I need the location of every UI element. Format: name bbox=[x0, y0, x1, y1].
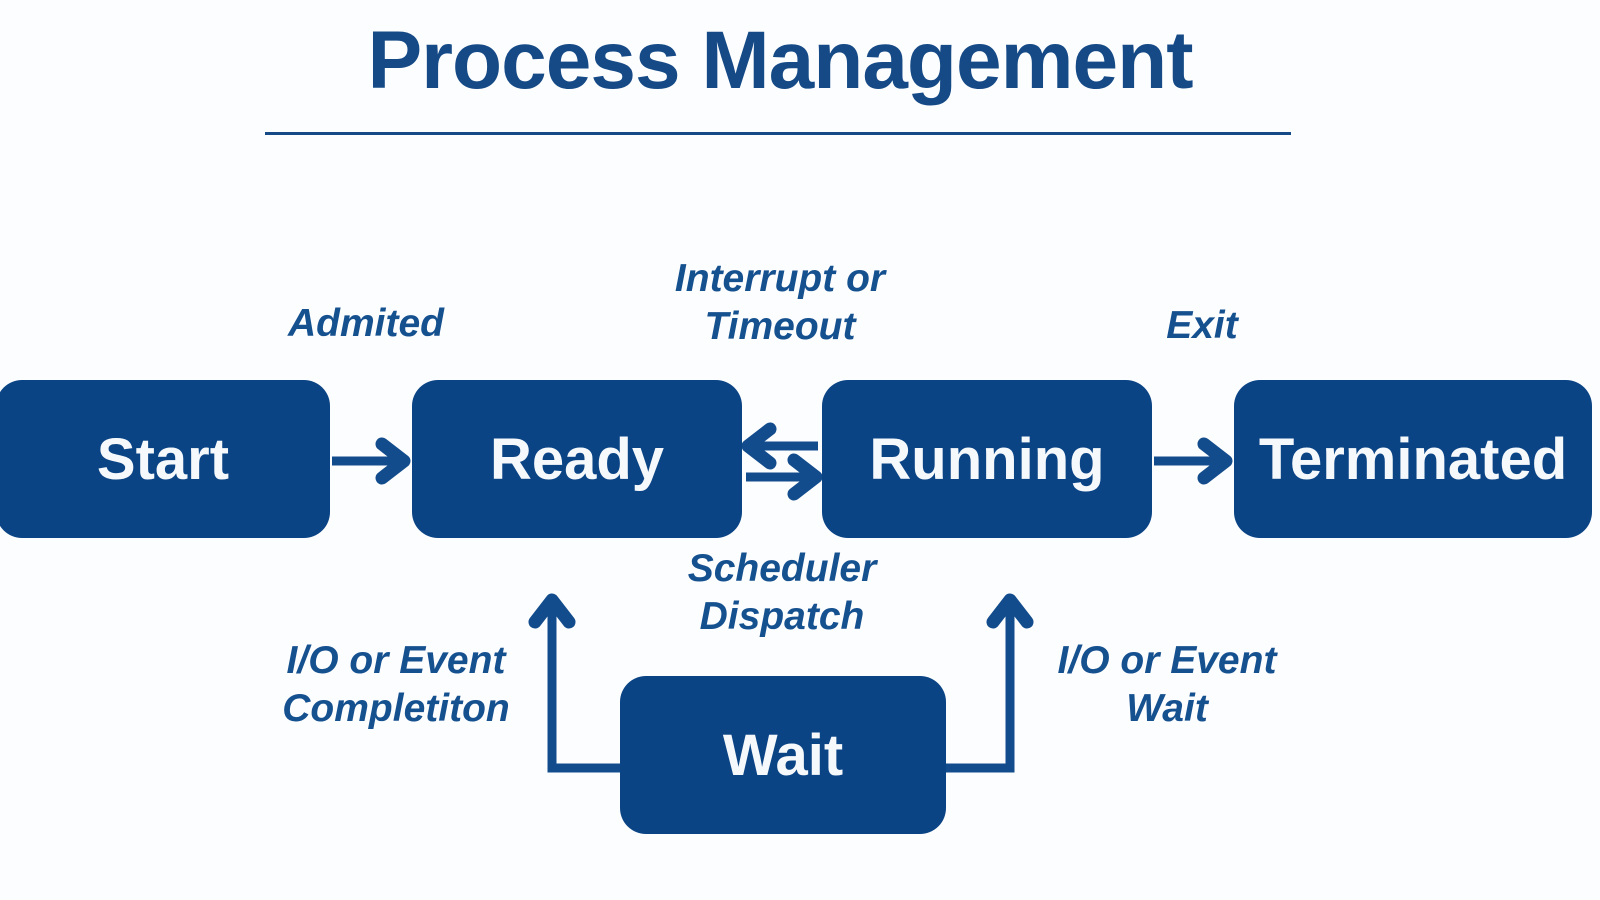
arrow-running-to-ready bbox=[741, 422, 818, 470]
edge-label-interrupt-or-timeout: Interrupt or Timeout bbox=[674, 257, 886, 348]
state-label-terminated: Terminated bbox=[1258, 426, 1568, 492]
edge-label-io-or-event-wait: I/O or Event Wait bbox=[1057, 639, 1277, 730]
state-node-ready[interactable]: Ready bbox=[412, 380, 742, 538]
arrow-wait-to-ready bbox=[528, 593, 620, 773]
state-node-wait[interactable]: Wait bbox=[620, 676, 946, 834]
page-title: Process Management bbox=[367, 15, 1193, 106]
edge-label-exit: Exit bbox=[1166, 304, 1238, 347]
edge-label-io-or-event-completion: I/O or Event Completiton bbox=[282, 639, 510, 730]
arrow-wait-to-running bbox=[946, 593, 1034, 773]
state-label-ready: Ready bbox=[489, 426, 665, 492]
edge-label-scheduler-dispatch: Scheduler Dispatch bbox=[687, 547, 877, 638]
edge-label-admitted: Admited bbox=[288, 302, 444, 345]
title-underline-rule bbox=[265, 132, 1291, 135]
arrow-running-to-terminated bbox=[1154, 437, 1233, 485]
arrow-ready-to-running bbox=[746, 453, 823, 501]
state-label-running: Running bbox=[869, 426, 1105, 492]
state-label-start: Start bbox=[96, 426, 230, 492]
state-node-terminated[interactable]: Terminated bbox=[1234, 380, 1592, 538]
state-node-running[interactable]: Running bbox=[822, 380, 1152, 538]
state-node-start[interactable]: Start bbox=[0, 380, 330, 538]
state-label-wait: Wait bbox=[722, 722, 844, 788]
arrow-start-to-ready bbox=[332, 437, 411, 485]
